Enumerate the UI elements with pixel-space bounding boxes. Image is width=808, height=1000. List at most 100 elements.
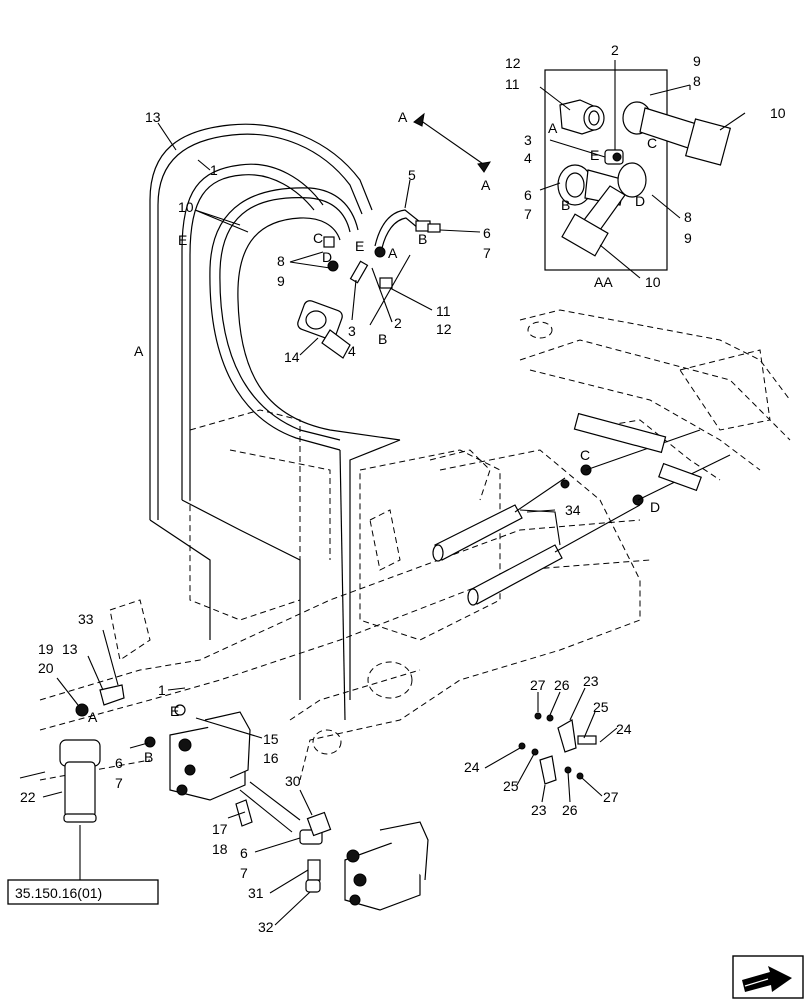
hose-letter-a: A [134,343,144,359]
callout-12: 12 [436,321,452,337]
fitting-11-top [379,277,393,289]
callout-13: 13 [145,109,161,125]
detail-fitting-a [559,99,605,135]
callout-33: 33 [78,611,94,627]
callout-3: 3 [524,132,532,148]
callout-7: 7 [115,775,123,791]
top-letter-e: E [355,238,364,254]
machine-frame [39,309,791,781]
callout-9: 9 [277,273,285,289]
hose-letter-e: E [178,232,187,248]
callout-10: 10 [770,105,786,121]
fitting-3-top [349,260,369,284]
fitting-a-top [374,246,386,258]
leader-lines [19,122,618,926]
callout-13: 13 [62,641,78,657]
hose-routing [149,123,441,721]
callout-7: 7 [524,206,532,222]
letter-markers: A A A B C D E AA E A C D E A B B C D A E… [88,109,660,765]
callout-7: 7 [240,865,248,881]
detail-aa [539,60,746,279]
callout-8: 8 [277,253,285,269]
next-page-arrow-icon[interactable] [732,955,804,999]
callout-14: 14 [284,349,300,365]
callout-1: 1 [210,162,218,178]
callout-7: 7 [483,245,491,261]
top-letter-a: A [388,245,398,261]
filter-letter-a: A [88,709,98,725]
callout-31: 31 [248,885,264,901]
callout-11: 11 [436,303,451,319]
top-letter-d: D [322,249,332,265]
callout-10: 10 [178,199,194,215]
callout-6: 6 [483,225,491,241]
hardware-right [518,712,597,785]
detail-fitting-d [561,162,647,257]
callout-25: 25 [593,699,609,715]
detail-letter-b: B [561,197,570,213]
top-letter-b: B [418,231,427,247]
callout-32: 32 [258,919,274,935]
fitting-d-top [327,260,339,272]
detail-letter-c: C [647,135,657,151]
callout-16: 16 [263,750,279,766]
top-letter-b2: B [378,331,387,347]
main-callouts: 13 1 5 10 6 7 8 9 11 12 3 2 4 14 34 33 1… [20,109,632,935]
right-letter-d: D [650,499,660,515]
top-letter-c: C [313,230,323,246]
callout-30: 30 [285,773,301,789]
pump-letter-e: E [170,703,179,719]
detail-fitting-c [622,101,732,166]
callout-25: 25 [503,778,519,794]
callout-26: 26 [562,802,578,818]
detail-letter-e: E [590,147,599,163]
detail-fitting-b [557,164,626,206]
callout-4: 4 [524,150,532,166]
right-letter-c: C [580,447,590,463]
reference-link[interactable]: 35.150.16(01) [7,879,159,905]
callout-27: 27 [603,789,619,805]
fitting-c-top [323,236,335,248]
callout-26: 26 [554,677,570,693]
callout-17: 17 [212,821,228,837]
callout-19: 19 [38,641,54,657]
callout-2: 2 [611,42,619,58]
section-letter-a: A [481,177,491,193]
detail-fitting-e [604,149,624,165]
callout-27: 27 [530,677,546,693]
valve-14 [297,300,351,359]
callout-24: 24 [616,721,632,737]
callout-15: 15 [263,731,279,747]
cylinders-34 [432,412,731,606]
pump-main [144,704,253,827]
callout-5: 5 [408,167,416,183]
callout-2: 2 [394,315,402,331]
callout-1: 1 [158,682,166,698]
callout-3: 3 [348,323,356,339]
callout-24: 24 [464,759,480,775]
callout-9: 9 [693,53,701,69]
pump-letter-b: B [144,749,153,765]
detail-aa-callouts: 2 9 8 12 11 10 3 4 6 7 8 9 10 [505,42,786,290]
fitting-6-top [427,223,441,233]
section-arrows [413,112,491,173]
filter-22 [59,684,125,880]
callout-6: 6 [240,845,248,861]
callout-8: 8 [684,209,692,225]
callout-23: 23 [583,673,599,689]
callout-20: 20 [38,660,54,676]
callout-23: 23 [531,802,547,818]
callout-11: 11 [505,76,520,92]
callout-4: 4 [348,343,356,359]
callout-18: 18 [212,841,228,857]
callout-8: 8 [693,73,701,89]
callout-6: 6 [524,187,532,203]
callout-9: 9 [684,230,692,246]
callout-34: 34 [565,502,581,518]
reference-number[interactable]: 35.150.16(01) [15,885,102,901]
callout-10: 10 [645,274,661,290]
detail-label-aa: AA [594,274,613,290]
detail-letter-a: A [548,120,558,136]
section-letter-a: A [398,109,408,125]
